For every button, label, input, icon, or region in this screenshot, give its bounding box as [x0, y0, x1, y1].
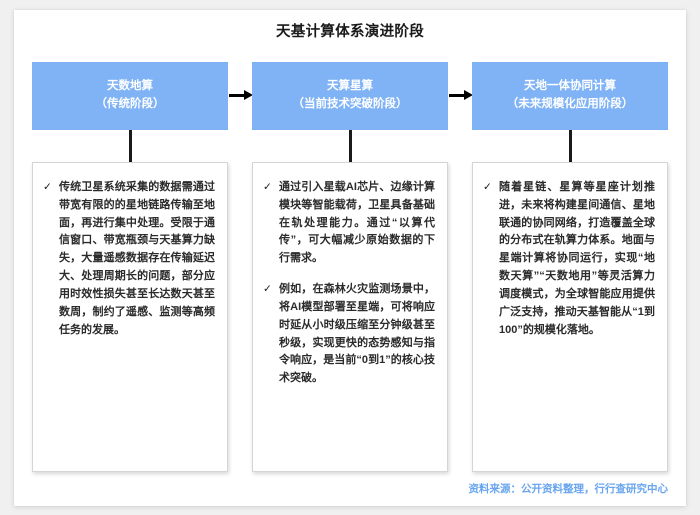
stage-3-name: 天地一体协同计算	[524, 80, 616, 93]
detail-box-2: ✓ 通过引入星载AI芯片、边缘计算模块等智能载荷，卫星具备基础在轨处理能力。通过…	[252, 162, 448, 472]
arrow-stage-2-to-3	[449, 90, 473, 101]
source-attribution: 资料来源：公开资料整理，行行查研究中心	[468, 483, 669, 495]
arrow-head-icon	[244, 90, 253, 100]
check-icon: ✓	[483, 181, 492, 193]
arrow-shaft	[449, 94, 466, 97]
stage-box-1[interactable]: 天数地算 （传统阶段）	[32, 62, 228, 130]
list-item: ✓ 例如，在森林火灾监测场景中，将AI模型部署至星端，可将响应时延从小时级压缩至…	[263, 281, 435, 388]
stage-box-2[interactable]: 天算星算 （当前技术突破阶段）	[252, 62, 448, 130]
page-title: 天基计算体系演进阶段	[276, 24, 424, 40]
detail-2-bullet-2: 例如，在森林火灾监测场景中，将AI模型部署至星端，可将响应时延从小时级压缩至分钟…	[279, 283, 435, 385]
stage-box-3[interactable]: 天地一体协同计算 （未来规模化应用阶段）	[472, 62, 668, 130]
detail-box-1: ✓ 传统卫星系统采集的数据需通过带宽有限的的星地链路传输至地面，再进行集中处理。…	[32, 162, 228, 472]
connector-line-2	[348, 130, 352, 162]
list-item: ✓ 传统卫星系统采集的数据需通过带宽有限的的星地链路传输至地面，再进行集中处理。…	[43, 179, 215, 339]
stage-2-name: 天算星算	[327, 80, 373, 93]
stage-1-name: 天数地算	[107, 80, 153, 93]
detail-box-3: ✓ 随着星链、星算等星座计划推进，未来将构建星间通信、星地联通的协同网络，打造覆…	[472, 162, 668, 472]
connector-line-1	[128, 130, 132, 162]
detail-1-bullet-1: 传统卫星系统采集的数据需通过带宽有限的的星地链路传输至地面，再进行集中处理。受限…	[59, 181, 215, 336]
check-icon: ✓	[43, 181, 52, 193]
check-icon: ✓	[263, 283, 272, 296]
connector-line-3	[568, 130, 572, 162]
stage-3-phase: （未来规模化应用阶段）	[506, 98, 634, 110]
stage-2-phase: （当前技术突破阶段）	[292, 98, 408, 110]
arrow-shaft	[229, 94, 246, 97]
chart-canvas: 天基计算体系演进阶段 天数地算 （传统阶段） 天算星算 （当前技术突破阶段） 天…	[14, 10, 686, 506]
list-item: ✓ 随着星链、星算等星座计划推进，未来将构建星间通信、星地联通的协同网络，打造覆…	[483, 179, 655, 339]
arrow-head-icon	[464, 90, 473, 100]
stage-1-phase: （传统阶段）	[95, 98, 165, 110]
check-icon: ✓	[263, 181, 272, 193]
detail-2-bullet-1: 通过引入星载AI芯片、边缘计算模块等智能载荷，卫星具备基础在轨处理能力。通过“以…	[279, 181, 435, 265]
arrow-stage-1-to-2	[229, 90, 253, 101]
list-item: ✓ 通过引入星载AI芯片、边缘计算模块等智能载荷，卫星具备基础在轨处理能力。通过…	[263, 179, 435, 268]
stage-header-row: 天数地算 （传统阶段） 天算星算 （当前技术突破阶段） 天地一体协同计算 （未来…	[14, 62, 686, 130]
detail-3-bullet-1: 随着星链、星算等星座计划推进，未来将构建星间通信、星地联通的协同网络，打造覆盖全…	[499, 181, 655, 336]
